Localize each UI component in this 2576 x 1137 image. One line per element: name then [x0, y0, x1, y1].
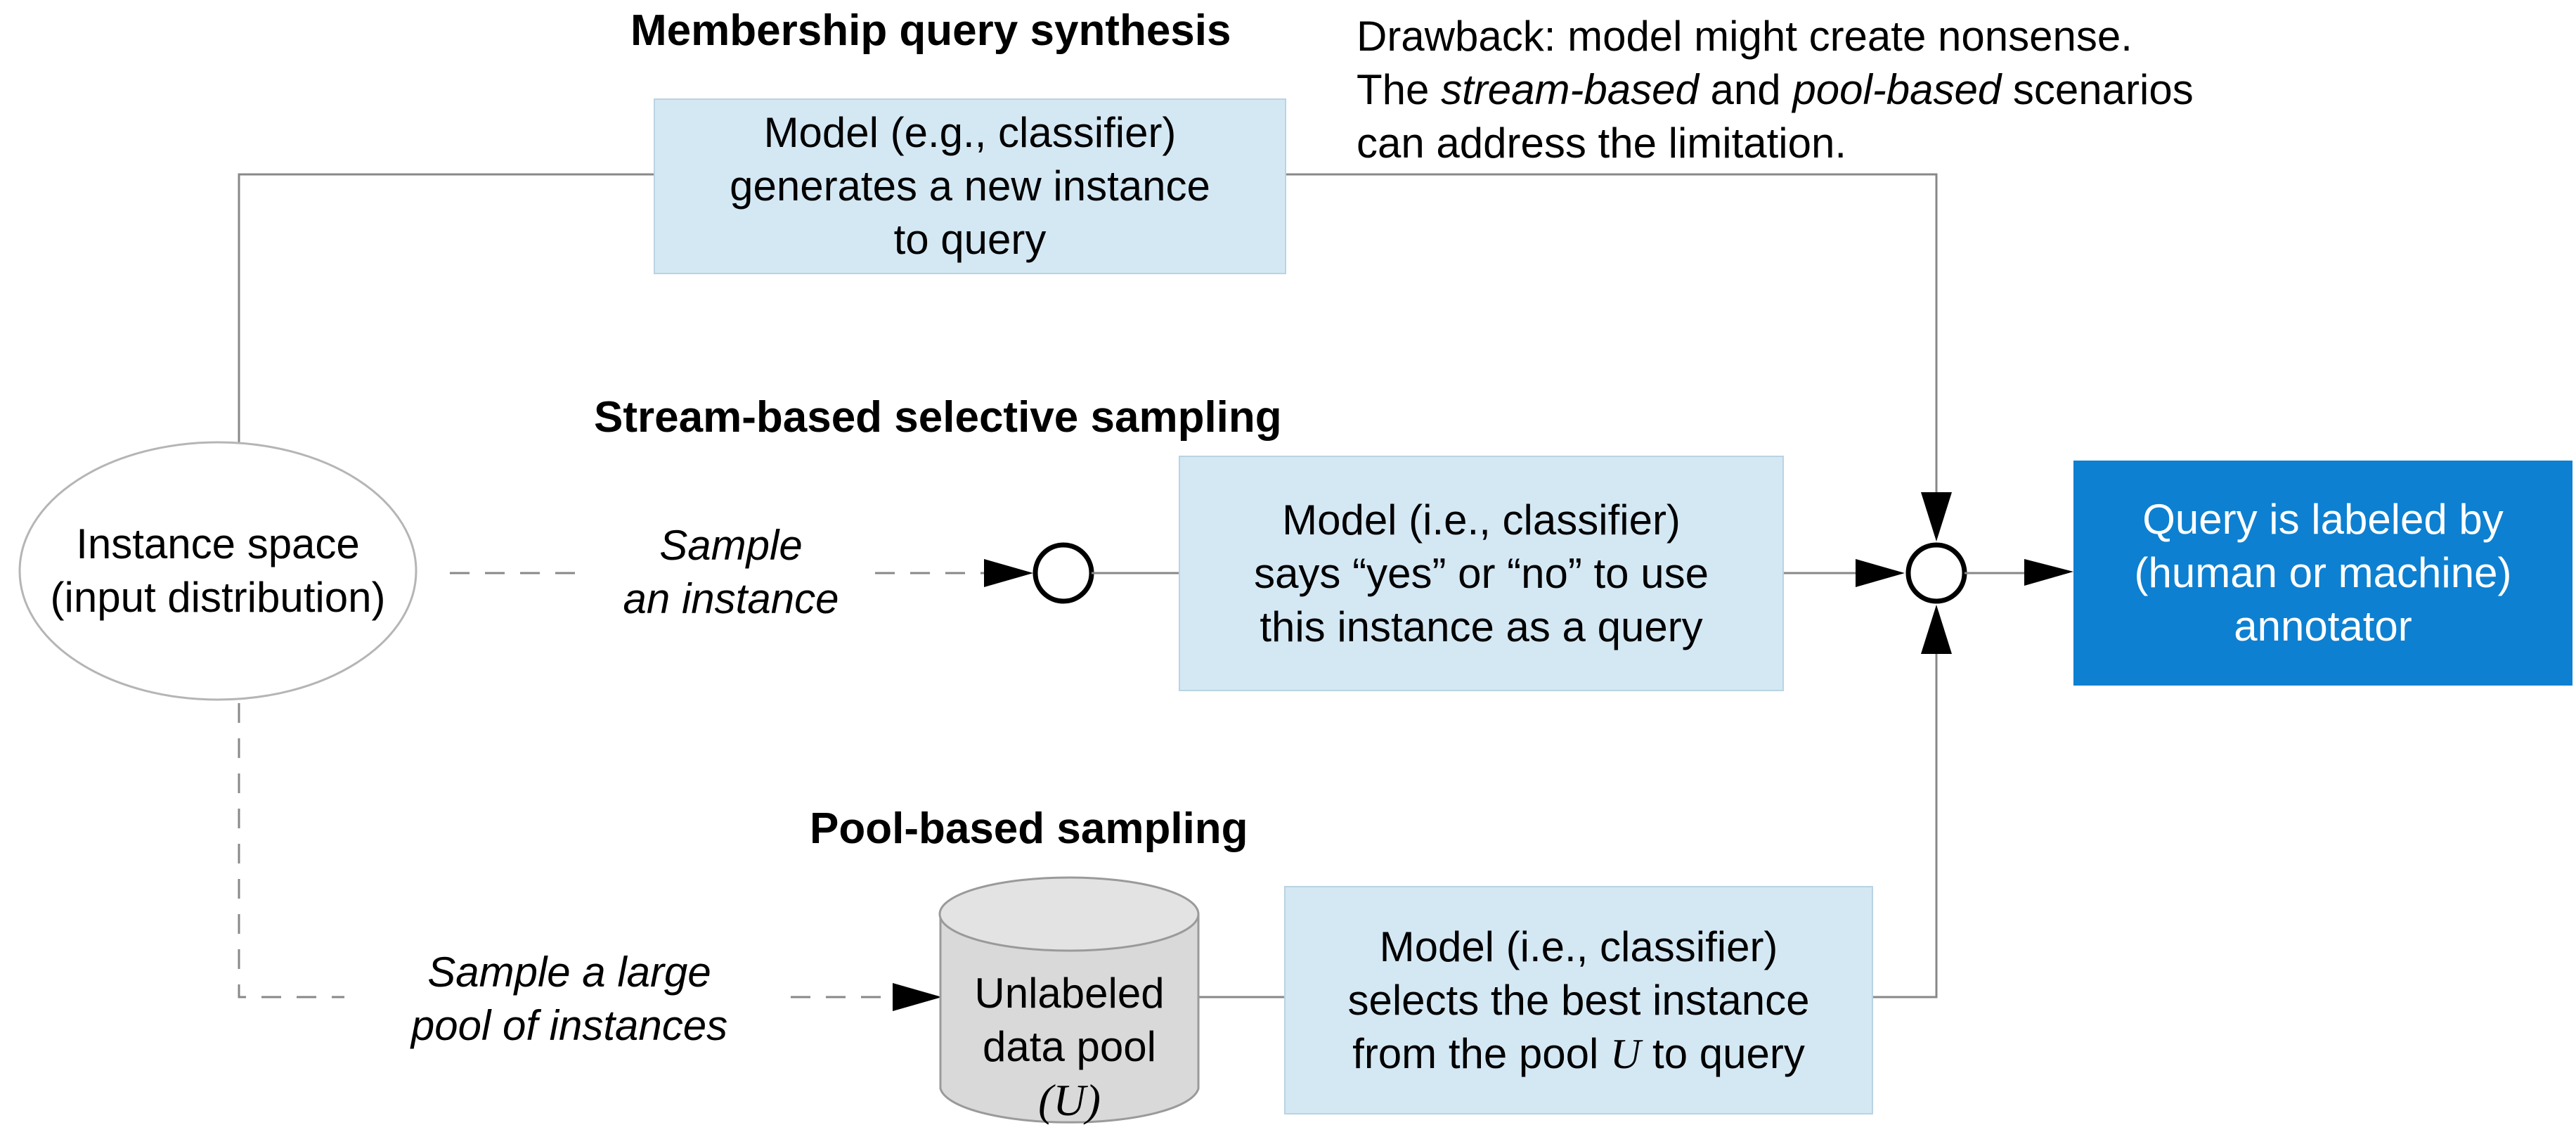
pool-box-line-2: selects the best instance — [1347, 976, 1810, 1024]
unlabeled-pool-cylinder — [938, 876, 1200, 1124]
stream-box-line-1: Model (i.e., classifier) — [1282, 496, 1681, 544]
membership-heading: Membership query synthesis — [630, 6, 1231, 55]
stream-box-line-3: this instance as a query — [1260, 603, 1703, 650]
annotator-line-2: (human or machine) — [2134, 549, 2512, 596]
drawback-line-3: can address the limitation. — [1357, 120, 1847, 167]
stream-based-term: stream-based — [1441, 66, 1699, 113]
arrow-into-cylinder — [893, 983, 942, 1011]
pool-variable-u: U — [1610, 1030, 1641, 1077]
arrow-into-annotator — [2024, 559, 2073, 586]
arrow-right-into-merge — [1856, 559, 1905, 587]
arrow-down-into-merge — [1921, 492, 1952, 541]
membership-box-line-2: generates a new instance — [730, 162, 1210, 210]
arrow-up-into-merge — [1921, 605, 1952, 654]
pool-sample-label: Sample a large pool of instances — [344, 946, 794, 1053]
pool-dashed-line-left — [238, 703, 344, 998]
cylinder-line-1: Unlabeled — [974, 970, 1165, 1017]
stream-model-box: Model (i.e., classifier) says “yes” or “… — [1179, 456, 1784, 691]
pool-box-line-1: Model (i.e., classifier) — [1379, 923, 1778, 970]
cylinder-line-2: data pool — [983, 1023, 1156, 1070]
stream-heading: Stream-based selective sampling — [594, 393, 1282, 442]
pool-box-to-merge-line — [1873, 636, 1938, 998]
annotator-line-1: Query is labeled by — [2142, 496, 2504, 543]
annotator-line-3: annotator — [2234, 603, 2412, 650]
drawback-note: Drawback: model might create nonsense. T… — [1357, 10, 2194, 170]
instance-space-line-2: (input distribution) — [50, 574, 386, 621]
membership-box-line-3: to query — [893, 216, 1047, 263]
drawback-line-1: Drawback: model might create nonsense. — [1357, 13, 2132, 60]
stream-sample-line-1: Sample — [659, 522, 803, 569]
instance-space-line-1: Instance space — [76, 520, 360, 567]
stream-decision-node — [1033, 542, 1094, 604]
drawback-line-2: The stream-based and pool-based scenario… — [1357, 66, 2194, 113]
merge-node — [1905, 542, 1967, 604]
stream-sample-line-2: an instance — [623, 575, 839, 622]
membership-out-line — [1286, 173, 1938, 510]
membership-model-box: Model (e.g., classifier) generates a new… — [654, 98, 1286, 274]
pool-model-box: Model (i.e., classifier) selects the bes… — [1284, 886, 1873, 1114]
cylinder-label: Unlabeled data pool (U) — [940, 967, 1198, 1127]
pool-heading: Pool-based sampling — [810, 804, 1248, 853]
instance-space-label: Instance space (input distribution) — [20, 518, 416, 624]
arrow-into-stream-node — [984, 559, 1033, 587]
stream-box-line-2: says “yes” or “no” to use — [1254, 549, 1709, 597]
stream-sample-label: Sample an instance — [583, 519, 879, 626]
cylinder-line-3: (U) — [1038, 1075, 1101, 1125]
pool-based-term: pool-based — [1792, 66, 2002, 113]
pool-sample-line-2: pool of instances — [410, 1002, 728, 1049]
instance-space-ellipse — [18, 441, 418, 701]
pool-box-line-3: from the pool U to query — [1352, 1029, 1805, 1077]
membership-in-line — [238, 173, 654, 443]
annotator-box: Query is labeled by (human or machine) a… — [2073, 461, 2572, 686]
membership-box-line-1: Model (e.g., classifier) — [763, 109, 1177, 156]
pool-sample-line-1: Sample a large — [427, 949, 711, 996]
